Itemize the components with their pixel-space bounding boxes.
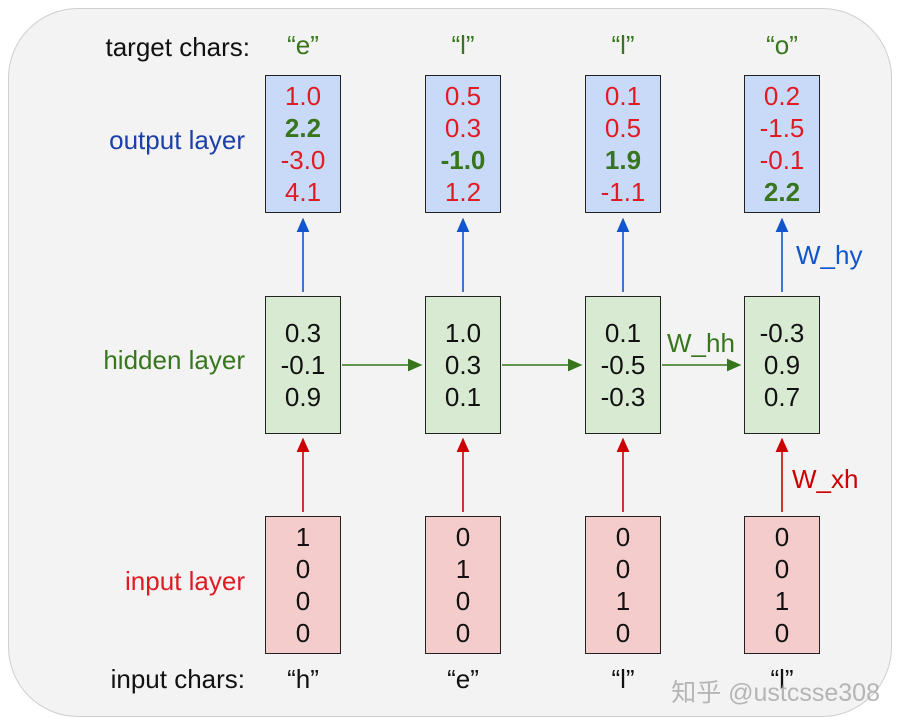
- output-value: 0.5: [444, 81, 482, 111]
- output-value: 0.5: [604, 113, 642, 143]
- input-value: 1: [615, 586, 631, 616]
- input-layer-label: input layer: [125, 566, 245, 596]
- input-char: “l”: [770, 664, 794, 694]
- hidden-value: 0.9: [284, 382, 322, 412]
- output-value: -0.1: [759, 145, 805, 175]
- output-value: 0.1: [604, 81, 642, 111]
- output-value: -1.0: [440, 145, 486, 175]
- target-char: “o”: [766, 30, 798, 60]
- output-value: 2.2: [284, 113, 322, 143]
- target-char: “e”: [287, 30, 319, 60]
- input-char: “e”: [447, 664, 479, 694]
- target-chars-label: target chars:: [105, 32, 250, 62]
- input-chars-label: input chars:: [110, 664, 245, 694]
- hidden-value: 1.0: [444, 318, 482, 348]
- w-hy-label: W_hy: [796, 240, 863, 270]
- output-value: 1.2: [444, 177, 482, 207]
- input-value: 0: [615, 522, 631, 552]
- hidden-value: 0.1: [604, 318, 642, 348]
- output-value: 0.3: [444, 113, 482, 143]
- target-char: “l”: [451, 30, 475, 60]
- hidden-value: 0.1: [444, 382, 482, 412]
- input-value: 0: [615, 618, 631, 648]
- hidden-vector: 0.1-0.5-0.3: [585, 296, 661, 434]
- input-value: 1: [774, 586, 790, 616]
- hidden-layer-label: hidden layer: [103, 345, 245, 375]
- output-value: 0.2: [763, 81, 801, 111]
- hidden-value: 0.3: [284, 318, 322, 348]
- watermark: 知乎 @ustcsse308: [671, 679, 880, 707]
- hidden-value: 0.3: [444, 350, 482, 380]
- input-value: 0: [774, 554, 790, 584]
- input-value: 0: [455, 522, 471, 552]
- w-xh-label: W_xh: [792, 464, 859, 494]
- hidden-value: -0.3: [600, 382, 646, 412]
- output-value: 4.1: [284, 177, 322, 207]
- input-char: “h”: [287, 664, 319, 694]
- hidden-value: 0.9: [763, 350, 801, 380]
- input-value: 0: [295, 586, 311, 616]
- input-value: 0: [295, 618, 311, 648]
- output-layer-label: output layer: [109, 125, 245, 155]
- output-value: -1.1: [600, 177, 646, 207]
- hidden-value: -0.3: [759, 318, 805, 348]
- input-char: “l”: [611, 664, 635, 694]
- output-value: -3.0: [280, 145, 326, 175]
- input-value: 0: [455, 618, 471, 648]
- output-value: -1.5: [759, 113, 805, 143]
- output-value: 1.9: [604, 145, 642, 175]
- input-value: 1: [455, 554, 471, 584]
- input-value: 0: [455, 586, 471, 616]
- hidden-value: -0.1: [280, 350, 326, 380]
- input-value: 0: [295, 554, 311, 584]
- hidden-value: 0.7: [763, 382, 801, 412]
- target-char: “l”: [611, 30, 635, 60]
- output-value: 1.0: [284, 81, 322, 111]
- output-value: 2.2: [763, 177, 801, 207]
- w-hh-label: W_hh: [667, 328, 735, 358]
- hidden-value: -0.5: [600, 350, 646, 380]
- input-value: 0: [615, 554, 631, 584]
- input-value: 0: [774, 522, 790, 552]
- input-value: 0: [774, 618, 790, 648]
- input-value: 1: [295, 522, 311, 552]
